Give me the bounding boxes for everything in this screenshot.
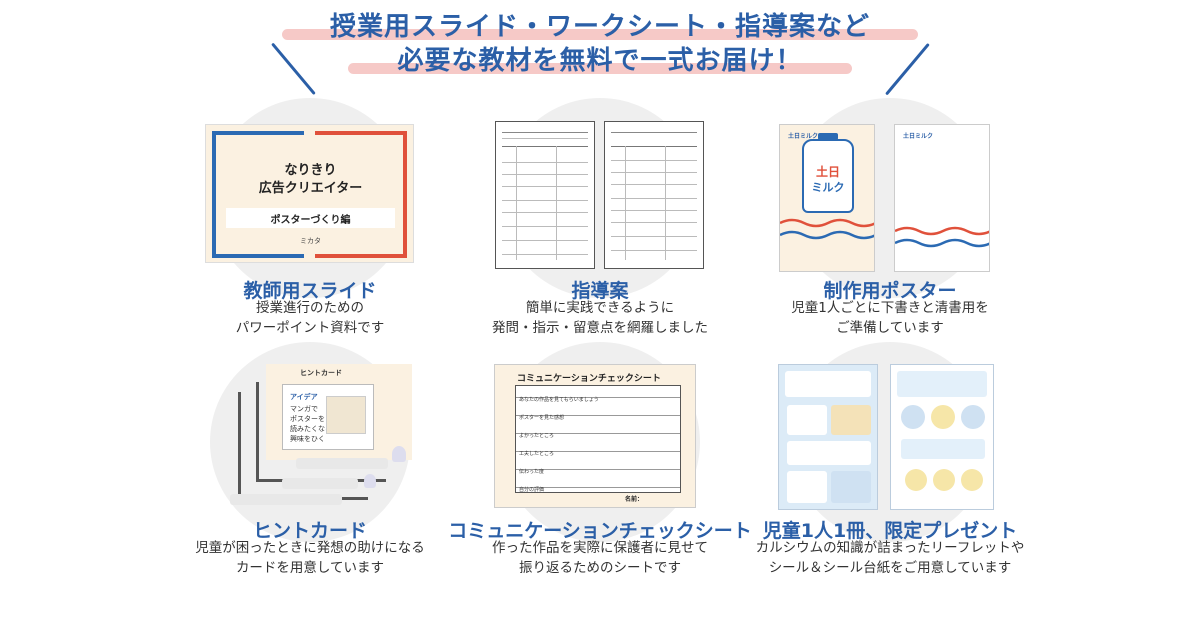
poster-logo: 土日ミルク [788,133,819,140]
card-1-desc-1: 授業進行のための [256,300,364,316]
milk-bottle-icon: 土日 ミルク [802,133,854,213]
card-3-desc-1: 児童1人ごとに下書きと清書用を [791,300,989,316]
headline-highlight-1 [282,29,918,40]
hint-label: アイデア [290,393,318,401]
bottle-text-top: 土日 [815,165,840,179]
sticker-sheet-header [897,371,987,397]
headline-line-1: 授業用スライド・ワークシート・指導案など [329,12,870,42]
slide-title-1: なりきり [284,163,337,178]
lesson-plan-page-1 [495,121,595,269]
card-6-title: 児童1人1冊、限定プレゼント [762,520,1018,542]
slide-blue-bracket [212,131,304,258]
sheet-title: コミュニケーションチェックシート [517,374,661,384]
bottle-text-bottom: ミルク [811,181,845,194]
sticker-sheet-thumbnail [890,364,994,510]
card-3-desc-2: ご準備しています [836,320,944,336]
sheet-item-6: 自分の評価 [519,487,545,493]
card-5-title: コミュニケーションチェックシート [448,520,752,542]
hint-line-4: 興味をひく [290,435,325,443]
wave-icon-2 [895,226,989,248]
poster-logo-2: 土日ミルク [903,133,934,140]
lesson-plan-page-2 [604,121,704,269]
poster-final: 土日ミルク [894,124,990,272]
check-sheet-thumbnail: コミュニケーションチェックシート あなたの作品を見てもらいましょう ポスターを見… [494,364,696,508]
card-5-desc-2: 振り返るためのシートです [519,560,681,576]
headline-highlight-2 [348,63,852,74]
card-2-desc-2: 発問・指示・留意点を網羅しました [492,320,708,336]
card-6-desc-2: シール＆シール台紙をご用意しています [768,560,1012,576]
card-5-desc-1: 作った作品を実際に保護者に見せて [492,540,708,556]
sheet-item-1: あなたの作品を見てもらいましょう [519,397,599,403]
card-3-title: 制作用ポスター [823,280,957,302]
sheet-item-3: よかったところ [519,433,555,439]
card-1-title: 教師用スライド [243,280,377,302]
slide-title-2: 広告クリエイター [258,181,363,196]
card-2-desc-1: 簡単に実践できるように [525,300,675,316]
sheet-table: あなたの作品を見てもらいましょう ポスターを見た感想 よかったところ 工夫したと… [515,385,681,493]
slide-brand: ミカタ [300,237,321,245]
hint-line-3: 読みたくなるよう [290,425,346,433]
person-icon-2 [364,474,376,488]
headline-line-2: 必要な教材を無料で一式お届け！ [397,46,803,76]
poster-draft: 土日ミルク 土日 ミルク [779,124,875,272]
leaflet-thumbnail [778,364,878,510]
card-2-title: 指導案 [571,280,629,302]
hint-pill-2 [282,478,358,489]
sheet-item-5: 伝わった度 [519,469,545,475]
leaflet-header [785,371,871,397]
sheet-item-2: ポスターを見た感想 [519,415,565,421]
hint-line-1: マンガで [290,405,318,413]
card-1-desc-2: パワーポイント資料です [235,320,385,336]
hint-heading: ヒントカード [300,369,342,377]
card-6-desc-1: カルシウムの知識が詰まったリーフレットや [755,540,1025,556]
card-4-desc-1: 児童が困ったときに発想の助けになる [195,540,425,556]
sheet-item-4: 工夫したところ [519,451,555,457]
slide-subtitle-bar [226,208,395,228]
hint-line-2: ポスターを [290,415,325,423]
hint-pill-3 [230,494,342,505]
hint-manga-image [326,396,366,434]
wave-icon [780,218,874,240]
teacher-slide-thumbnail: なりきり 広告クリエイター ポスターづくり編 ミカタ [205,124,414,263]
person-icon [392,446,406,462]
card-4-title: ヒントカード [252,520,367,542]
slide-red-bracket [315,131,407,258]
slide-subtitle: ポスターづくり編 [270,215,351,226]
card-4-desc-2: カードを用意しています [235,560,385,576]
sheet-signature: 名前： [625,496,644,503]
hint-pill-1 [296,458,388,469]
